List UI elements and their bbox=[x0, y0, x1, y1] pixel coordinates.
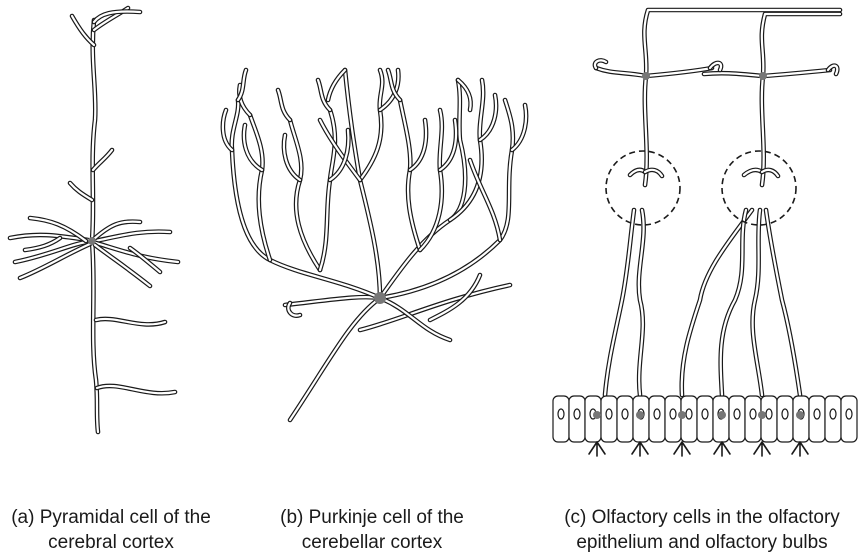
olfactory-cells-drawing bbox=[552, 7, 858, 457]
olfactory-epithelium bbox=[552, 395, 858, 457]
caption-olfactory-line1: (c) Olfactory cells in the olfactory bbox=[564, 507, 840, 528]
caption-olfactory-cells: (c) Olfactory cells in the olfactory epi… bbox=[540, 505, 864, 555]
glomerulus-left-outline bbox=[605, 150, 681, 226]
pyramidal-cell-drawing bbox=[7, 5, 181, 435]
caption-pyramidal-line2: cerebral cortex bbox=[48, 532, 174, 553]
neuron-illustrations bbox=[7, 5, 858, 457]
caption-purkinje-line2: cerebellar cortex bbox=[301, 532, 443, 553]
purkinje-cell-drawing bbox=[220, 67, 529, 423]
caption-pyramidal-cell: (a) Pyramidal cell of the cerebral corte… bbox=[0, 505, 222, 555]
glomerulus-right-outline bbox=[721, 150, 797, 226]
caption-olfactory-line2: epithelium and olfactory bulbs bbox=[576, 532, 828, 553]
caption-pyramidal-line1: (a) Pyramidal cell of the bbox=[11, 507, 211, 528]
caption-purkinje-cell: (b) Purkinje cell of the cerebellar cort… bbox=[262, 505, 482, 555]
caption-purkinje-line1: (b) Purkinje cell of the bbox=[280, 507, 464, 528]
